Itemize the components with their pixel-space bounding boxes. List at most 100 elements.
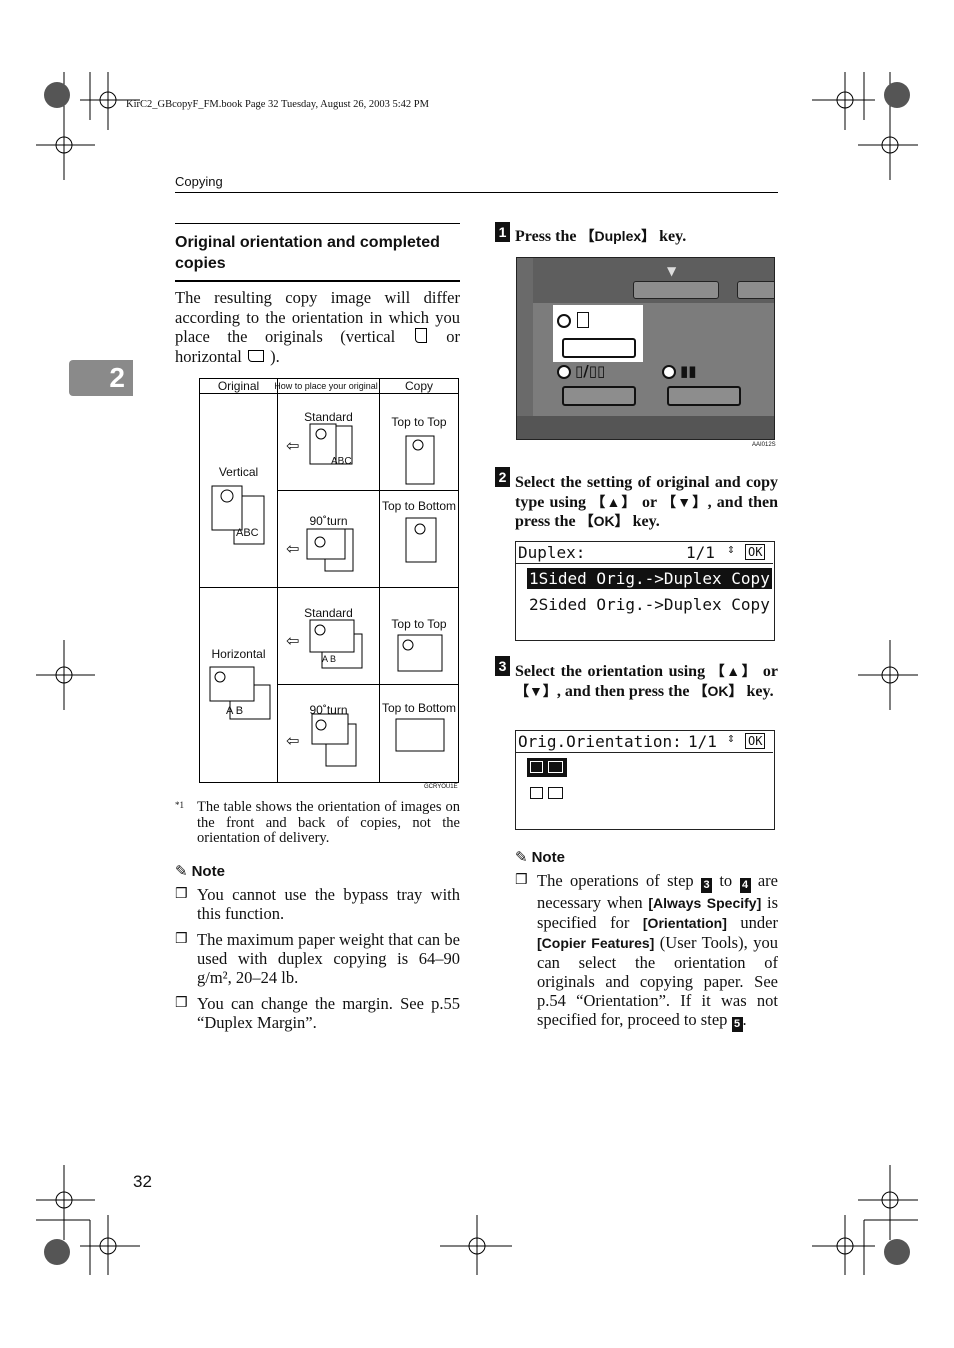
step-1-text: Press the 【Duplex】 key. xyxy=(515,227,778,247)
ab-label: A B xyxy=(226,705,244,717)
diagram-illustrations xyxy=(209,423,445,767)
note-item: ❒ The operations of step 3 to 4 are nece… xyxy=(515,871,778,1032)
pencil-icon: ✎ xyxy=(175,862,188,880)
note-item: ❒ You can change the margin. See p.55 “D… xyxy=(175,994,460,1032)
checkbox-icon: ❒ xyxy=(175,995,188,1011)
arrow-left-icon: ⇦ xyxy=(286,731,300,750)
lcd-duplex-screen: Duplex: 1/1 ⇕ OK 1Sided Orig.->Duplex Co… xyxy=(515,541,775,641)
triangle-down-icon: ▼ xyxy=(667,264,677,278)
panel-button xyxy=(562,386,636,406)
col-how: How to place your original xyxy=(274,381,378,391)
note-header-left: ✎ Note xyxy=(175,862,225,881)
page-number: 32 xyxy=(133,1172,152,1191)
up-key-label: 【▲】 xyxy=(710,663,758,679)
footnote: *1 The table shows the orientation of im… xyxy=(175,799,460,847)
step-3-text-c: key. xyxy=(742,682,774,700)
col-original: Original xyxy=(217,379,260,393)
footnote-mark: *1 xyxy=(175,800,184,810)
horizontal-icon xyxy=(248,349,265,362)
step-1-number: 1 xyxy=(495,222,510,242)
step-1-pre: Press the xyxy=(515,228,581,245)
updown-icon: ⇕ xyxy=(727,542,735,557)
intro-paragraph: The resulting copy image will differ acc… xyxy=(175,288,460,366)
step-3-number: 3 xyxy=(495,656,510,676)
label-standard-1: Standard xyxy=(304,410,353,424)
down-key-label: 【▼】 xyxy=(662,493,708,510)
orientation-diagram: Original How to place your original Copy… xyxy=(199,378,459,790)
ab-label: A B xyxy=(322,654,337,664)
combine-mode-icon: ▮▮ xyxy=(680,362,697,380)
lcd-page: 1/1 xyxy=(688,732,717,751)
duplex-key-label: 【Duplex】 xyxy=(580,228,656,244)
intro-text-a: The resulting copy image will differ acc… xyxy=(175,288,460,346)
footnote-text: The table shows the orientation of image… xyxy=(197,799,460,846)
diagram-code: GCRYOU1E xyxy=(424,784,458,790)
lcd-orientation-screen: Orig.Orientation: 1/1 ⇕ OK xyxy=(515,730,775,830)
lcd-page: 1/1 xyxy=(686,543,715,562)
note-item: ❒ You cannot use the bypass tray with th… xyxy=(175,885,460,923)
col-copy: Copy xyxy=(404,379,433,393)
running-head: Copying xyxy=(175,174,223,189)
ok-key-label: 【OK】 xyxy=(579,513,629,529)
step-2-text-c: key. xyxy=(628,513,660,530)
panel-code: AAI012S xyxy=(752,442,776,448)
note-item: ❒ The maximum paper weight that can be u… xyxy=(175,930,460,987)
indicator-lamp-icon xyxy=(557,314,571,328)
lcd-ok: OK xyxy=(745,544,766,560)
panel-button xyxy=(633,281,719,299)
arrow-left-icon: ⇦ xyxy=(286,436,300,455)
label-turn-1: 90˚turn xyxy=(309,514,348,528)
lcd-option-selected[interactable]: 1Sided Orig.->Duplex Copy xyxy=(527,568,772,589)
label-horizontal: Horizontal xyxy=(211,647,266,661)
orientation-option[interactable] xyxy=(527,784,567,803)
step-2-text-a: Select the setting of original and copy … xyxy=(515,474,778,511)
section-title: Original orientation and completed copie… xyxy=(175,223,460,282)
note-header-right: ✎ Note xyxy=(515,848,565,867)
checkbox-icon: ❒ xyxy=(175,886,188,902)
duplex-mode-icon: ▯/▯▯ xyxy=(575,362,606,380)
orientation-option-selected[interactable] xyxy=(527,758,567,777)
intro-text-b: or horizontal xyxy=(175,327,460,366)
note-text: You cannot use the bypass tray with this… xyxy=(197,885,460,923)
updown-icon: ⇕ xyxy=(727,731,735,746)
control-panel-illustration: ▼ ▯/▯▯ ▮▮ xyxy=(516,257,775,440)
step-2-text-b: , and then press the xyxy=(515,493,779,531)
header-rule xyxy=(175,192,778,193)
lcd-title: Orig.Orientation: xyxy=(518,732,682,751)
lcd-ok: OK xyxy=(745,733,766,749)
label-top-to-bottom-1: Top to Bottom xyxy=(381,499,457,513)
label-top-to-top-2: Top to Top xyxy=(391,617,447,631)
step-1-post: key. xyxy=(655,228,687,245)
note-heading: Note xyxy=(191,863,225,880)
step-3-or: or xyxy=(757,663,778,680)
intro-text-c: ). xyxy=(270,346,280,366)
chapter-tab: 2 xyxy=(69,360,133,396)
panel-button xyxy=(667,386,741,406)
step-2-text: Select the setting of original and copy … xyxy=(515,473,778,532)
pencil-icon: ✎ xyxy=(515,848,528,866)
panel-button xyxy=(737,281,774,299)
ok-key-label: 【OK】 xyxy=(693,682,743,699)
note-text: The maximum paper weight that can be use… xyxy=(197,930,460,987)
step-2-or: or xyxy=(636,493,663,511)
arrow-left-icon: ⇦ xyxy=(286,539,300,558)
step-3-text-a: Select the orientation using xyxy=(515,663,711,680)
vertical-orientation-icon xyxy=(577,312,589,328)
label-standard-2: Standard xyxy=(304,606,353,620)
lcd-option[interactable]: 2Sided Orig.->Duplex Copy xyxy=(529,595,770,614)
arrow-left-icon: ⇦ xyxy=(286,631,300,650)
file-info: KirC2_GBcopyF_FM.book Page 32 Tuesday, A… xyxy=(126,99,429,110)
label-vertical: Vertical xyxy=(218,465,259,479)
duplex-button xyxy=(562,338,636,358)
down-key-label: 【▼】 xyxy=(515,682,557,699)
label-top-to-bottom-2: Top to Bottom xyxy=(381,701,457,715)
up-key-label: 【▲】 xyxy=(591,493,637,510)
label-top-to-top-1: Top to Top xyxy=(391,415,447,429)
abc-label: ABC xyxy=(236,527,259,539)
vertical-icon xyxy=(414,328,427,343)
checkbox-icon: ❒ xyxy=(515,872,528,888)
note-text: The operations of step 3 to 4 are necess… xyxy=(537,871,779,1032)
indicator-lamp-icon xyxy=(662,365,676,379)
lcd-title: Duplex: xyxy=(518,543,586,562)
